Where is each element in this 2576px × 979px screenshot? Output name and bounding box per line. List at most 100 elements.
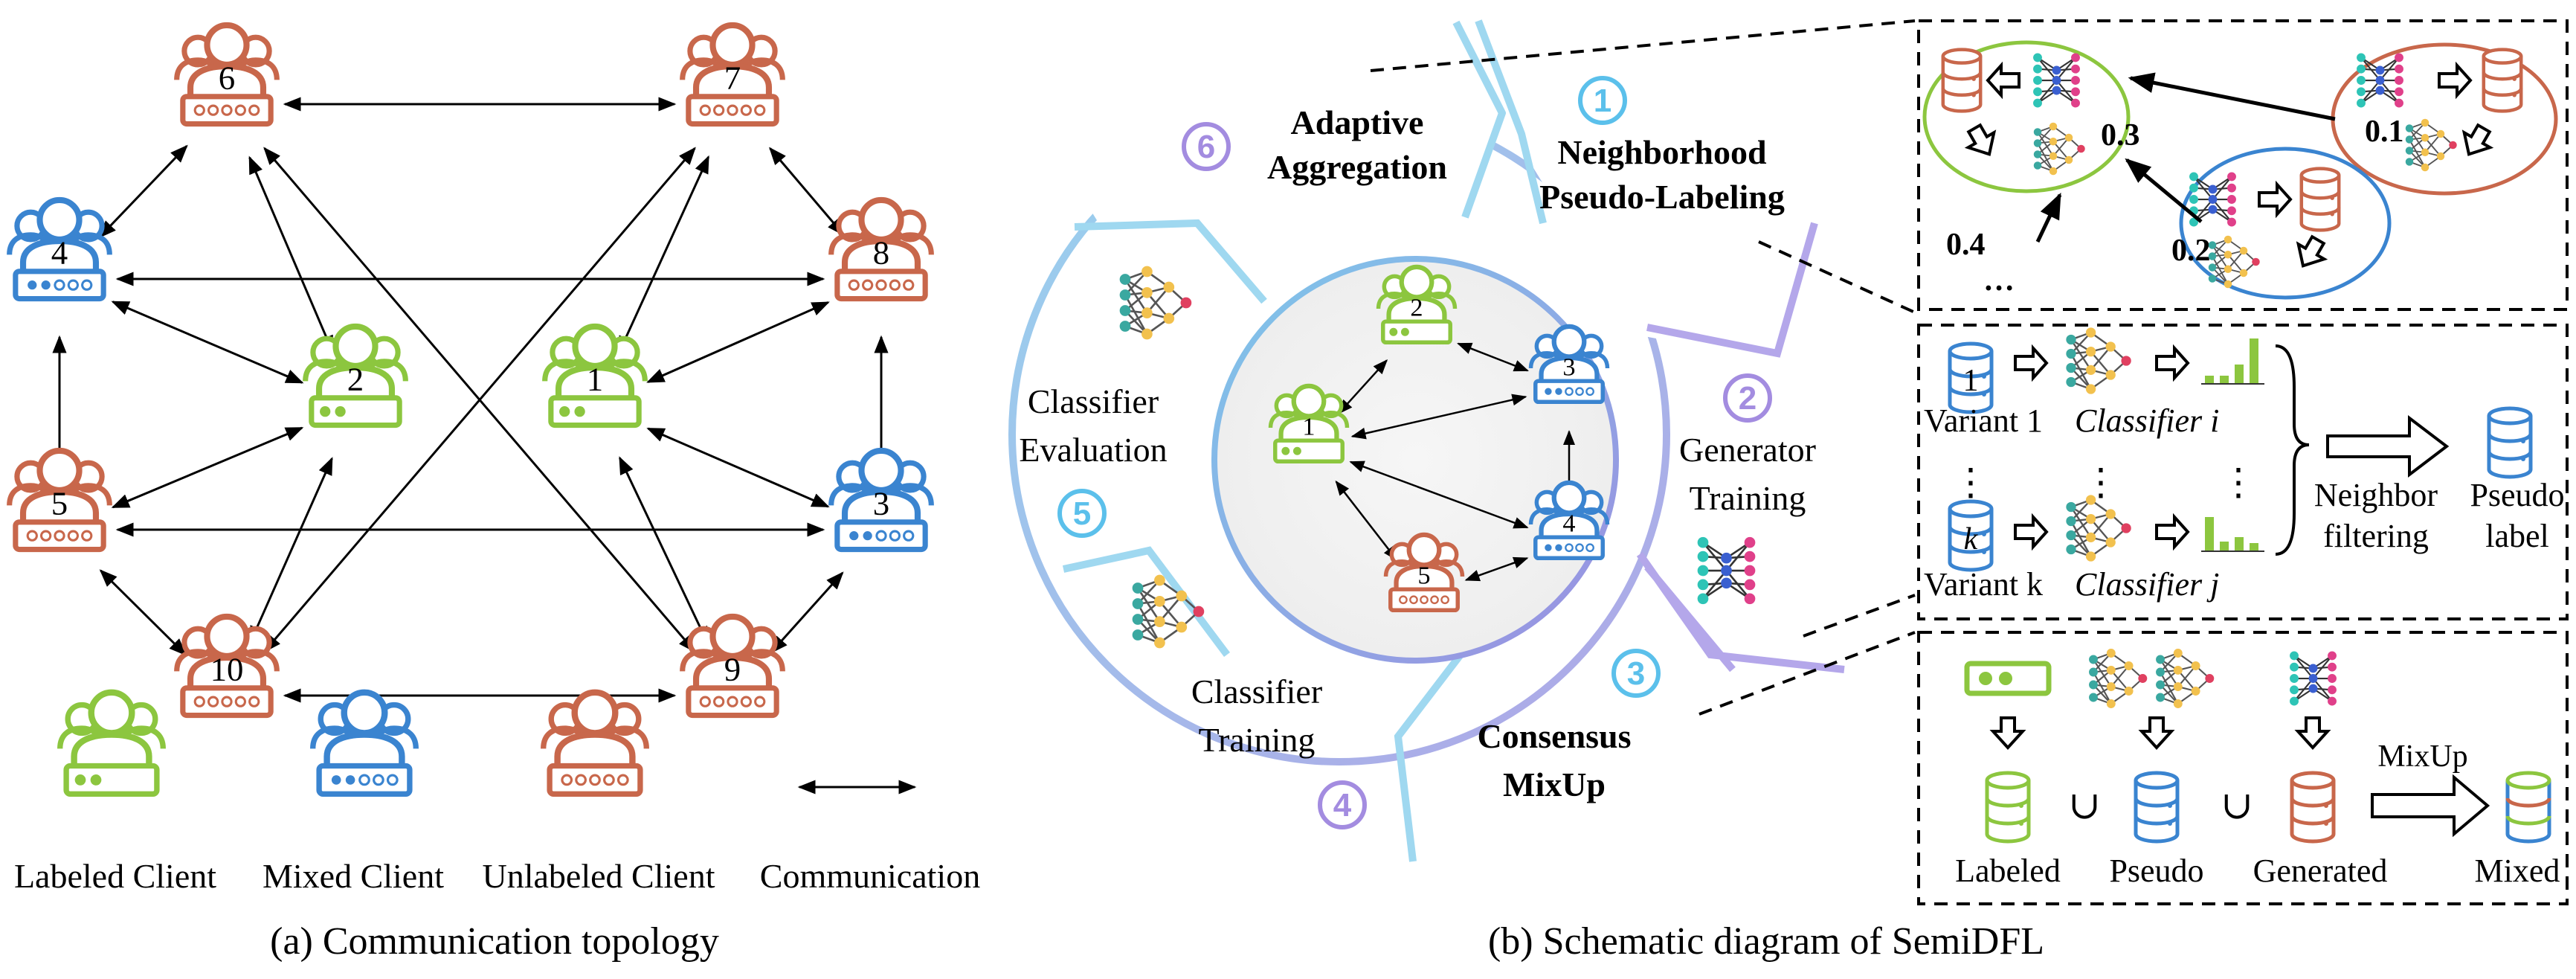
box1-weight-1: 0.3 [2101, 118, 2140, 153]
topology-client-node-4: 4 [10, 200, 110, 299]
step-2-number: 2 [1739, 380, 1756, 417]
box2-dots-1: ⋮ [1952, 461, 1989, 503]
box3-labeled-label: Labeled [1955, 853, 2061, 889]
box1-weight-3: 0.2 [2171, 234, 2211, 268]
step-6-label-line2: Aggregation [1267, 148, 1447, 186]
topology-edge-9-3 [770, 571, 844, 654]
caption-a: (a) Communication topology [270, 920, 719, 963]
step-4-label-line1: Classifier [1191, 673, 1322, 710]
topology-edge-8-1 [646, 301, 830, 383]
box-pseudo-label-filtering: 1 Variant 1 Classifier i ⋮ ⋮ ⋮ k [1917, 324, 2569, 620]
callout-line-3 [1803, 594, 1916, 638]
box2-classifier-i-label: Classifier i [2075, 402, 2219, 439]
box3-generator-icon [2288, 650, 2338, 707]
topology-client-label-7: 7 [724, 60, 741, 97]
box3-labeled-client-bar [1964, 661, 2052, 696]
inner-edge-2-3 [1457, 342, 1529, 372]
box3-mixed-db [2505, 771, 2551, 844]
box2-filter-line1: Neighbor [2314, 477, 2438, 513]
box2-arrow-1 [2014, 347, 2048, 379]
box2-arrow-4 [2155, 516, 2189, 548]
step-4-number: 4 [1333, 787, 1352, 824]
inner-client-node-5: 5 [1386, 535, 1463, 610]
box1-weight-2: 0.1 [2365, 115, 2404, 149]
box2-filter-arrow [2326, 414, 2450, 478]
step-2-label-line1: Generator [1679, 431, 1816, 469]
step-labels: 1NeighborhoodPseudo-Labeling2GeneratorTr… [1019, 76, 1816, 829]
step-1-number: 1 [1594, 83, 1611, 119]
step-sectors [1062, 7, 1845, 862]
box3-mixup-label: MixUp [2377, 739, 2467, 774]
inner-client-label-2: 2 [1410, 293, 1423, 321]
step-1-badge [1578, 76, 1627, 125]
box3-mixup-arrow [2371, 774, 2490, 838]
step-5-label-line1: Classifier [1028, 382, 1159, 420]
step-3-badge [1611, 649, 1661, 698]
topology-client-node-6: 6 [177, 25, 277, 124]
topology-edge-5-10 [99, 569, 187, 656]
box3-union-1: ∪ [2068, 785, 2101, 827]
inner-edge-1-5 [1335, 480, 1398, 562]
inner-client-label-3: 3 [1562, 353, 1575, 381]
inner-client-node-3: 3 [1531, 327, 1608, 402]
topology-edge-7-10 [263, 147, 696, 653]
topology-client-label-5: 5 [51, 485, 68, 522]
box2-db-label-1: 1 [1963, 364, 1979, 398]
topology-client-node-7: 7 [683, 25, 783, 124]
inner-edge-5-4 [1464, 556, 1529, 582]
box1-db-icon-2 [2484, 50, 2521, 112]
inner-client-node-2: 2 [1379, 267, 1455, 342]
step-1-label-line2: Pseudo-Labeling [1539, 178, 1785, 216]
step-3-label-line2: MixUp [1503, 765, 1606, 803]
step-5-badge [1057, 489, 1107, 538]
topology-edge-7-8 [768, 147, 846, 237]
topology-client-label-10: 10 [210, 651, 244, 688]
inner-edge-1-4 [1349, 460, 1529, 529]
box3-arrow-down-2 [2140, 716, 2173, 749]
step-6-badge [1182, 122, 1231, 171]
inner-edge-1-2 [1337, 359, 1388, 415]
legend-labeled-label: Labeled Client [14, 857, 216, 895]
inner-client-label-5: 5 [1417, 561, 1430, 589]
legend-labeled-client-icon [60, 693, 164, 795]
box1-db-icon-3 [2302, 169, 2339, 231]
topology-client-label-9: 9 [724, 651, 741, 688]
sector-divider-bottom-left [1062, 546, 1230, 657]
box1-arrow-1 [2128, 72, 2336, 121]
box2-dots-3: ⋮ [2220, 461, 2257, 503]
box2-frame [1917, 324, 2569, 620]
box3-arrow-down-3 [2296, 716, 2329, 749]
step-4-label-line2: Training [1199, 721, 1316, 759]
box-neighborhood-pseudo-labeling: 0.3 0.1 0.2 0.4 … [1917, 19, 2569, 311]
caption-b: (b) Schematic diagram of SemiDFL [1488, 920, 2044, 963]
inner-client-label-4: 4 [1562, 509, 1575, 537]
topology-client-label-1: 1 [587, 361, 603, 398]
topology-client-label-4: 4 [51, 234, 68, 272]
inner-client-node-1: 1 [1271, 386, 1347, 461]
topology-client-node-2: 2 [306, 327, 406, 426]
box2-arrow-2 [2155, 347, 2189, 379]
box-consensus-mixup: ∪ ∪ MixUp Labeled Pseudo Generated Mixed [1917, 631, 2569, 905]
box1-ellipsis: … [1983, 263, 2015, 298]
sector-adaptive-aggregation [1086, 7, 1502, 238]
classifier-training-icon [1131, 574, 1205, 649]
generator-icon [1696, 536, 1756, 606]
topology-edges [52, 97, 889, 703]
box2-classifier-i-icon [2065, 327, 2132, 395]
topology-client-label-8: 8 [873, 234, 889, 272]
inner-client-label-1: 1 [1302, 412, 1315, 440]
topology-client-node-1: 1 [545, 327, 645, 426]
step-1-label-line1: Neighborhood [1557, 133, 1767, 171]
topology-edge-1-3 [646, 427, 830, 508]
step-6-label-line1: Adaptive [1291, 103, 1424, 141]
legend-unlabeled-client-icon [544, 693, 647, 795]
step-2-badge [1723, 373, 1772, 423]
callout-line-2 [1758, 240, 1916, 314]
